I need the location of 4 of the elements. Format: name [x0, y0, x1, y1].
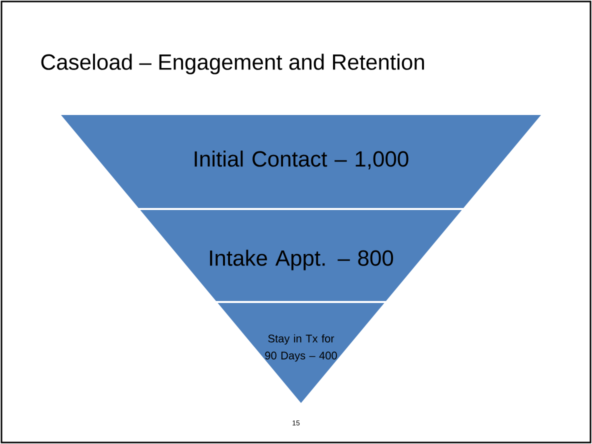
title: Caseload – Engagement and Retention: [41, 54, 424, 74]
funnel-band: Intake Appt. – 800: [140, 210, 462, 301]
funnel-band: Initial Contact – 1,000: [61, 115, 541, 208]
funnel-band: Stay in Tx for 90 Days – 400: [218, 302, 384, 403]
